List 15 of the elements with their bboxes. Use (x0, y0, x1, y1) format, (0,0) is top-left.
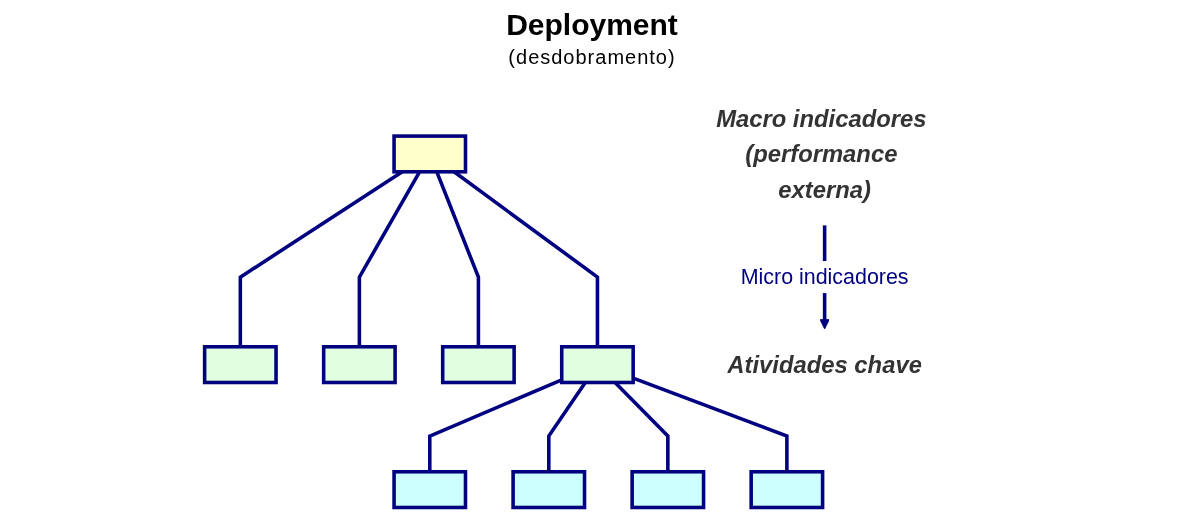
node-box (440, 345, 516, 385)
node-box (392, 470, 468, 510)
edge-label: Micro indicadores (740, 264, 909, 289)
title: Deployment (506, 8, 678, 42)
node-text: Atividades chave (727, 351, 922, 378)
node-box (630, 470, 706, 510)
node-box (392, 134, 468, 174)
subtitle: (desdobramento) (508, 46, 676, 69)
node-box (559, 345, 635, 385)
connector (435, 171, 481, 347)
node-box (202, 345, 278, 385)
node-box (749, 470, 825, 510)
node-box (321, 345, 397, 385)
node-text: Macro indicadores (performance externa) (716, 105, 927, 203)
node-box (511, 470, 587, 510)
